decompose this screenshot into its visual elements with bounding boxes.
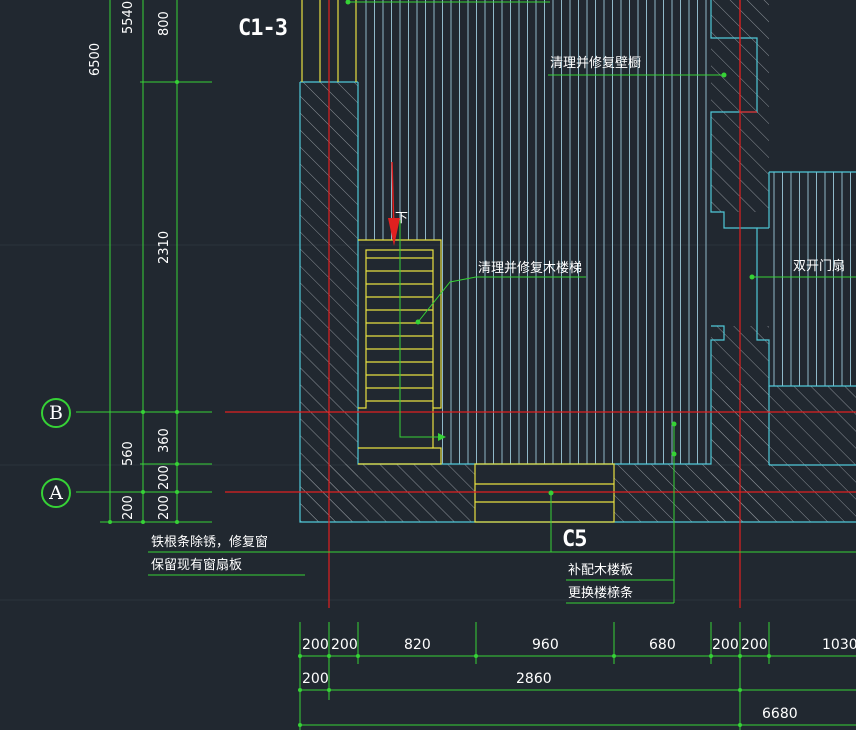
- window-c5: [474, 463, 615, 523]
- note-wall-cabinet: 清理并修复壁橱: [550, 56, 642, 71]
- note-double-door: 双开门扇: [793, 259, 846, 274]
- leader-arrowhead: [438, 433, 446, 441]
- dimension-vertical: [76, 0, 212, 523]
- dim-800: 800: [157, 11, 172, 36]
- axis-bubble-b: B: [41, 398, 71, 428]
- dim-200-a: 200: [157, 465, 172, 490]
- note-window-line1: 铁根条除锈，修复窗: [151, 535, 269, 550]
- floor-boards: [358, 0, 856, 464]
- dim-2310: 2310: [157, 230, 172, 264]
- dim-560: 560: [121, 441, 136, 466]
- dim-row2-1: 2860: [516, 671, 552, 687]
- dimension-horizontal-ticks: [298, 654, 771, 727]
- title-c1-3: C1-3: [238, 16, 288, 41]
- dim-row1-1: 200: [331, 637, 358, 653]
- axis-label-b: B: [49, 402, 63, 424]
- dim-5540: 5540: [121, 0, 136, 34]
- dim-200-b: 200: [121, 495, 136, 520]
- dim-row1-7: 1030: [822, 637, 856, 653]
- note-floor-line2: 更换楼榇条: [568, 586, 634, 601]
- dim-200-c: 200: [157, 495, 172, 520]
- title-c5: C5: [562, 527, 587, 552]
- dim-row1-6: 200: [741, 637, 768, 653]
- note-stair-down: 下: [395, 211, 409, 226]
- dim-row1-3: 960: [532, 637, 559, 653]
- dim-row2-0: 200: [302, 671, 329, 687]
- yellow-window-top: [301, 0, 357, 82]
- dim-6500: 6500: [88, 42, 103, 76]
- dimension-vertical-ticks: [108, 80, 179, 524]
- dim-row1-4: 680: [649, 637, 676, 653]
- stair-down-arrow: [388, 161, 400, 246]
- dim-row3-0: 6680: [762, 706, 798, 722]
- axis-bubble-a: A: [41, 478, 71, 508]
- dim-row1-0: 200: [302, 637, 329, 653]
- axis-label-a: A: [49, 482, 63, 504]
- note-floor-line1: 补配木楼板: [568, 563, 634, 578]
- leader-lines: [148, 1, 856, 604]
- dim-row1-2: 820: [404, 637, 431, 653]
- axis-lines: [225, 0, 856, 608]
- note-wood-stair: 清理并修复木楼梯: [478, 261, 583, 276]
- leader-dots: [345, 0, 755, 496]
- note-window-line2: 保留现有窗扇板: [151, 558, 243, 573]
- dim-row1-5: 200: [712, 637, 739, 653]
- dim-360: 360: [157, 428, 172, 453]
